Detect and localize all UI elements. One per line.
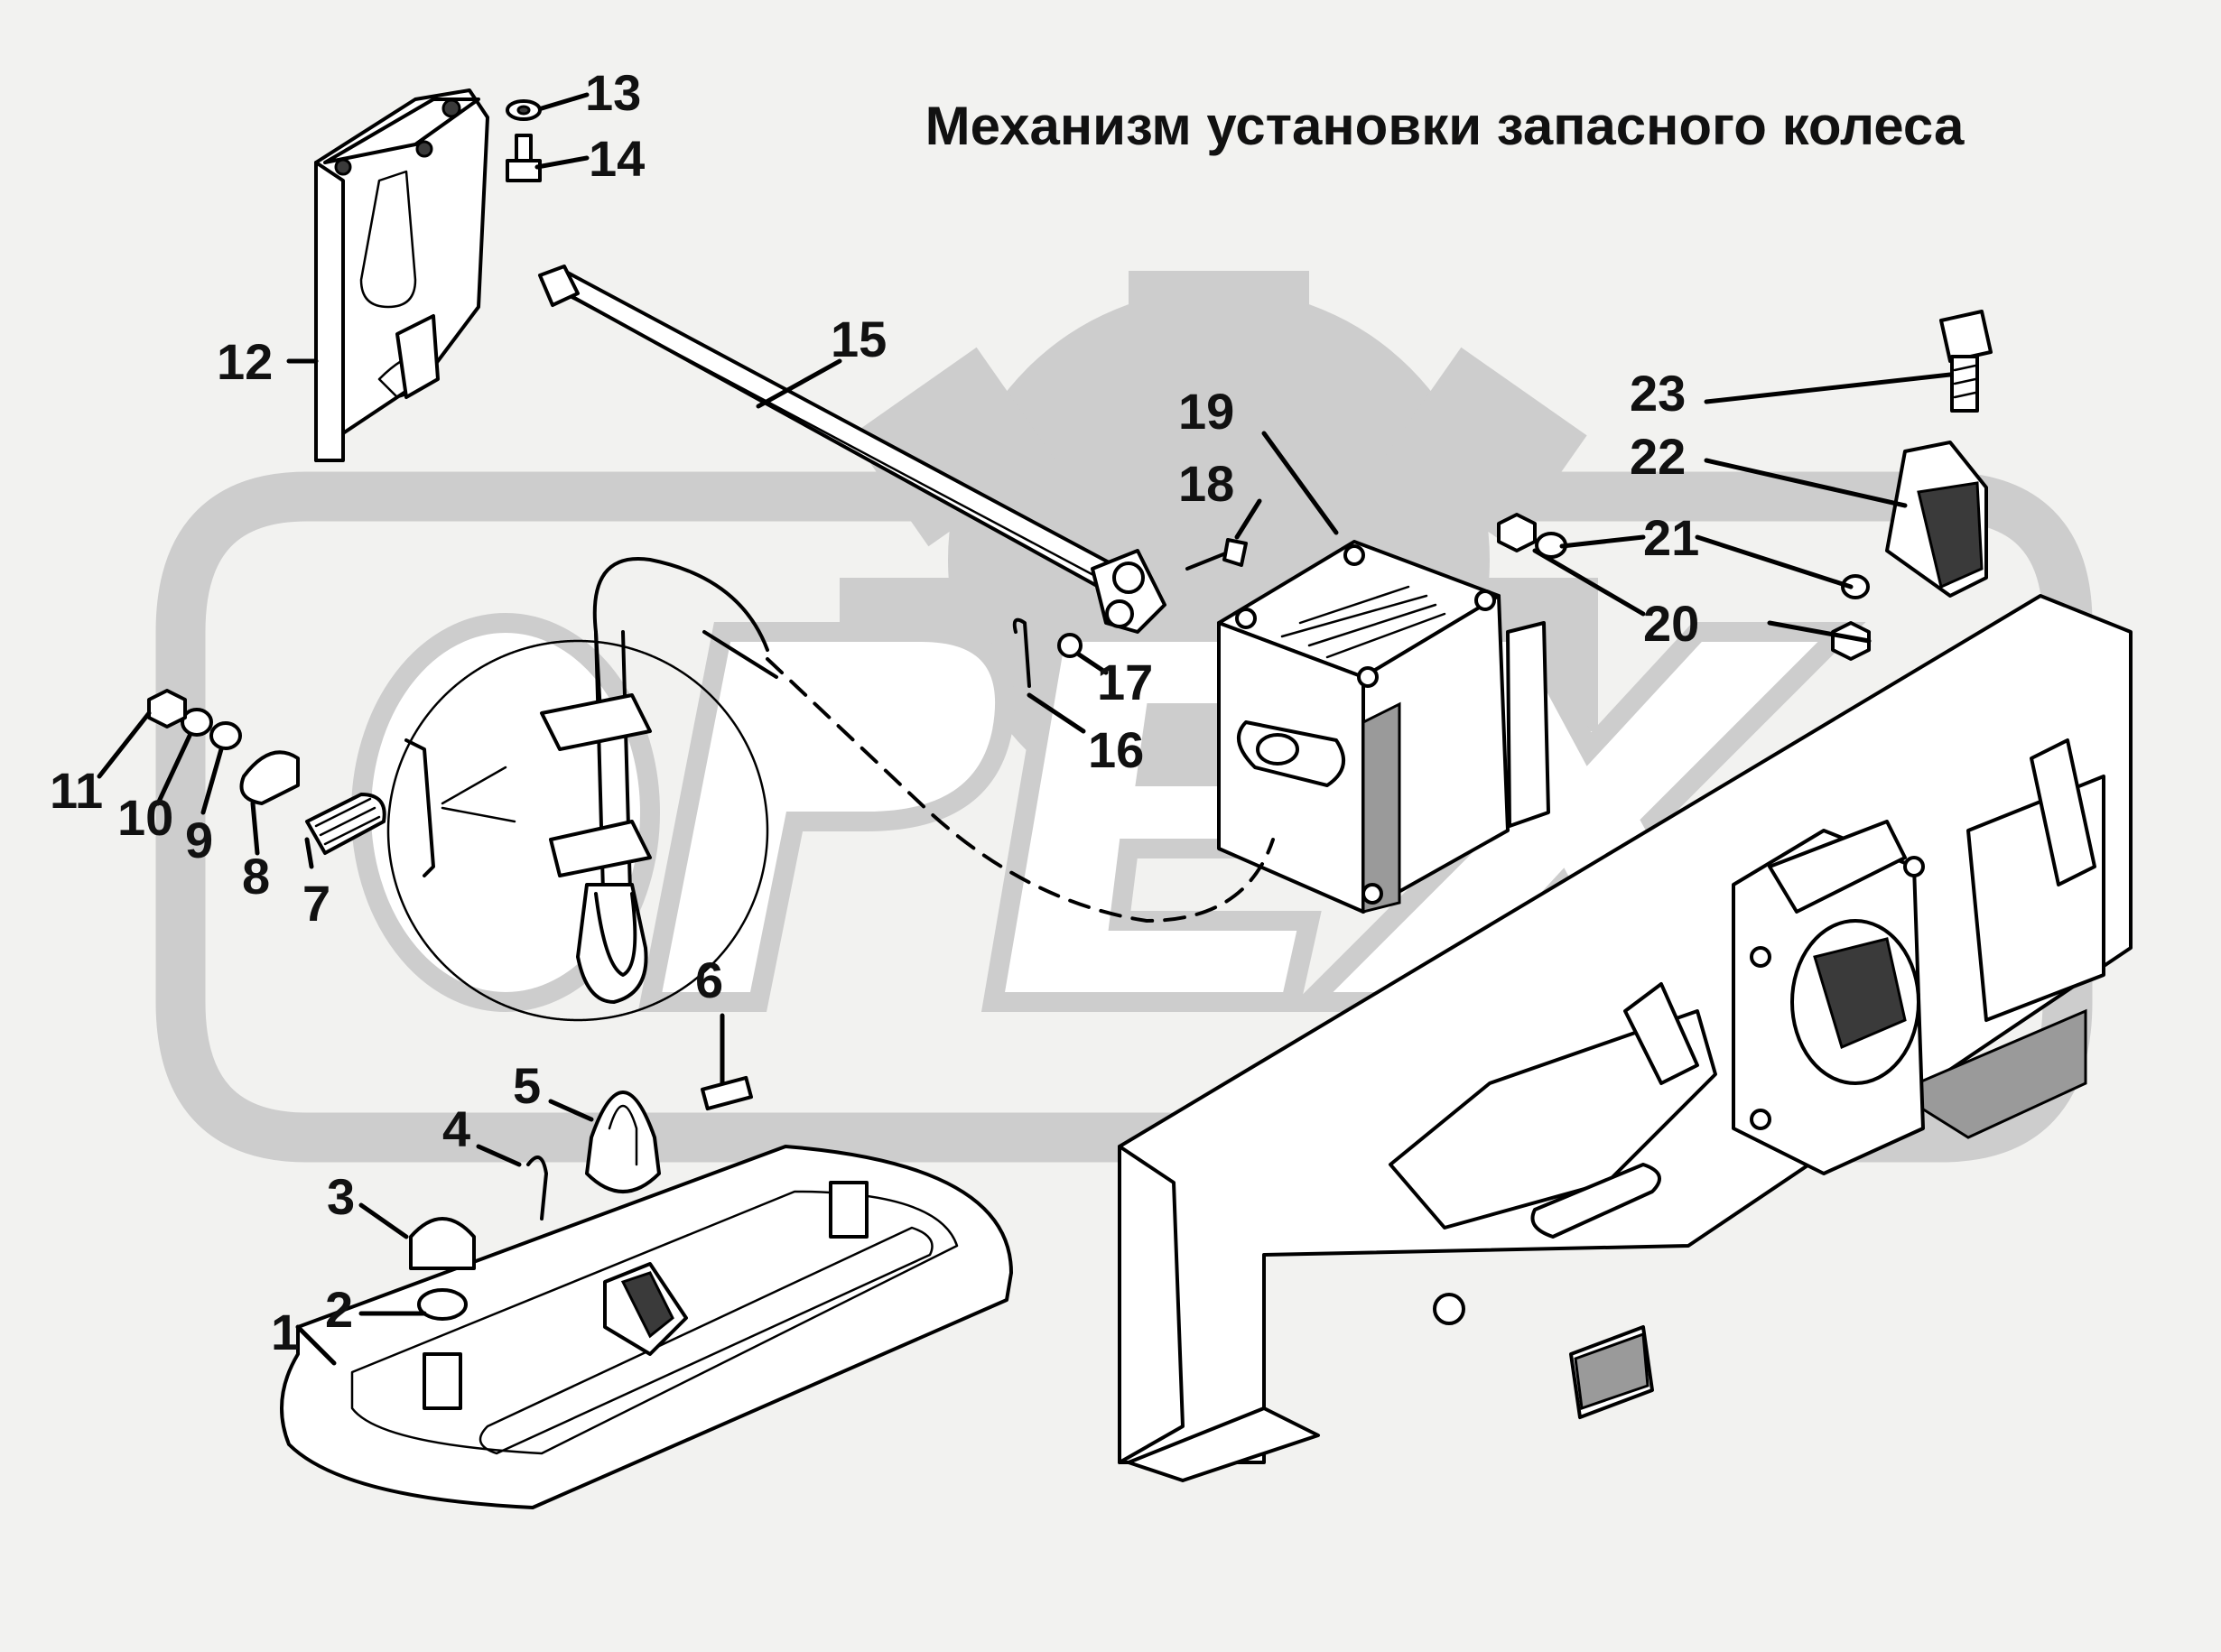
part-17-washer xyxy=(1057,633,1083,658)
watermark-frame xyxy=(155,471,2093,1163)
callout-3: 3 xyxy=(327,1168,355,1225)
part-9-washer xyxy=(209,721,242,750)
leader-lines xyxy=(97,92,1953,1366)
frame-mount-bracket xyxy=(1732,820,1925,1175)
part-10-washer xyxy=(181,708,213,737)
callout-5: 5 xyxy=(513,1057,541,1114)
part-3-cap-nut xyxy=(409,1217,476,1270)
cable-clamp-assembly xyxy=(540,630,652,1004)
part-1-base-plate xyxy=(280,1145,1013,1509)
callout-12: 12 xyxy=(217,333,273,390)
part-22-clamp-plate xyxy=(1885,441,1988,598)
callout-8: 8 xyxy=(242,848,270,905)
callout-6: 6 xyxy=(695,951,723,1008)
part-12-bracket xyxy=(314,88,489,462)
part-11-nut xyxy=(147,689,187,729)
callout-13: 13 xyxy=(585,64,641,121)
callout-22: 22 xyxy=(1630,428,1686,485)
part-6-pin xyxy=(701,1075,753,1111)
part-13-washer xyxy=(506,99,542,121)
callout-15: 15 xyxy=(831,311,887,367)
part-16-cotter-pin xyxy=(1012,617,1031,688)
callout-11: 11 xyxy=(50,762,103,819)
watermark-logo xyxy=(155,271,2093,1163)
part-15-rod xyxy=(538,265,1166,634)
part-19-winch-box xyxy=(1217,540,1550,914)
part-4-cotter-pin xyxy=(526,1155,548,1220)
part-14-bolt xyxy=(506,134,542,182)
frame-beam xyxy=(1118,594,2133,1482)
callout-7: 7 xyxy=(302,875,330,932)
assembly-guide-lines xyxy=(386,639,769,1022)
callout-4: 4 xyxy=(442,1100,470,1157)
callout-17: 17 xyxy=(1097,654,1153,710)
callout-labels: 1 2 3 4 5 6 7 8 9 10 11 12 13 14 15 16 1… xyxy=(50,64,1699,1360)
callout-19: 19 xyxy=(1178,383,1234,440)
part-7-u-bolt xyxy=(305,793,386,855)
part-20-nut xyxy=(1497,513,1871,661)
callout-9: 9 xyxy=(185,812,213,868)
callout-21: 21 xyxy=(1643,509,1699,566)
part-18-pin xyxy=(1185,538,1248,571)
diagram-title: Механизм установки запасного колеса xyxy=(925,96,1965,156)
callout-14: 14 xyxy=(589,130,645,187)
callout-20: 20 xyxy=(1643,595,1699,652)
callout-16: 16 xyxy=(1088,721,1144,778)
callout-1: 1 xyxy=(271,1304,299,1360)
callout-23: 23 xyxy=(1630,365,1686,422)
cable xyxy=(592,557,1275,923)
part-23-bolt xyxy=(1939,310,1993,413)
callout-18: 18 xyxy=(1178,455,1234,512)
part-2-lock-washer xyxy=(417,1288,468,1321)
part-8-clamp xyxy=(239,750,300,805)
part-5-thimble xyxy=(585,1091,661,1193)
watermark-letters xyxy=(351,613,1866,1012)
callout-2: 2 xyxy=(325,1281,353,1338)
callout-10: 10 xyxy=(117,789,173,846)
